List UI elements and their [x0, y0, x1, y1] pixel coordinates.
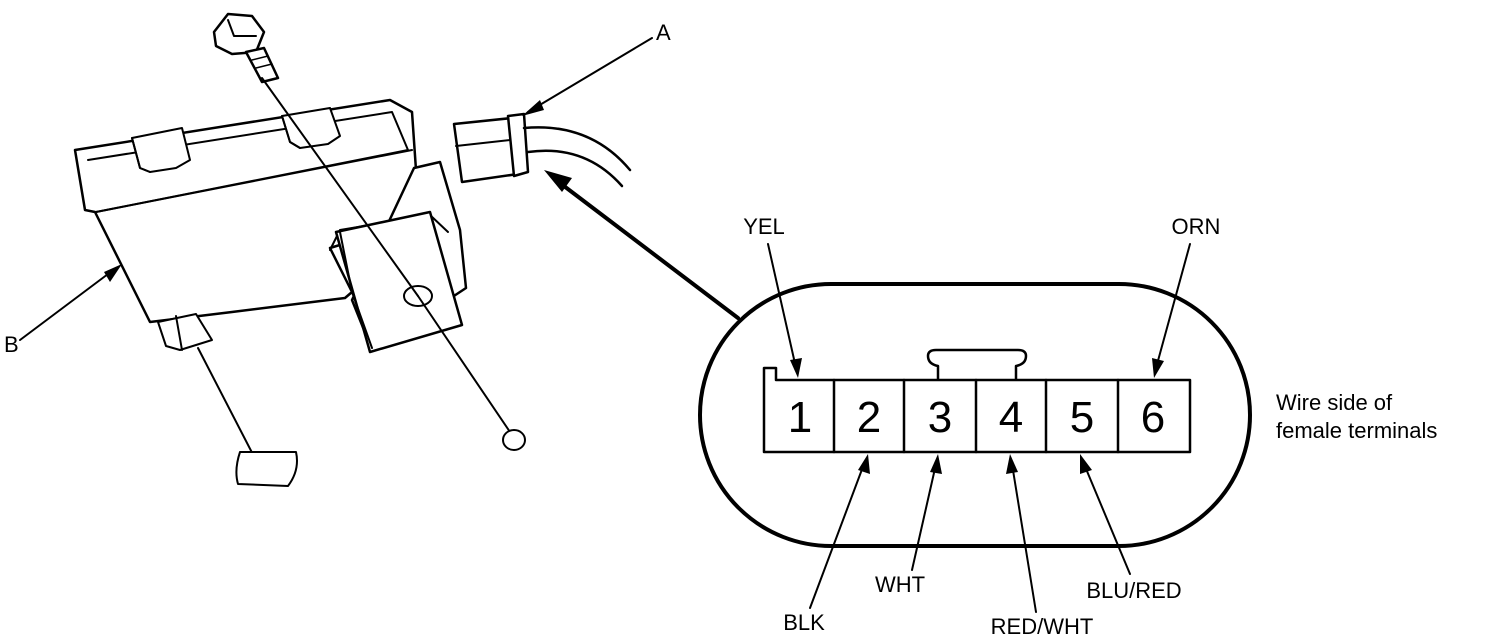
terminal-3-number: 3 [928, 393, 952, 442]
wire-blk-label: BLK [783, 610, 825, 635]
terminal-1-number: 1 [788, 393, 812, 442]
terminal-caption-line1: Wire side of [1276, 390, 1393, 415]
bolt-hole-in-body [502, 429, 526, 451]
wire-wht-label: WHT [875, 572, 925, 597]
mounting-bolt [212, 12, 280, 84]
wire-blured-label: BLU/RED [1086, 578, 1181, 603]
callout-b-label: B [4, 332, 19, 357]
clip-hole [235, 451, 298, 487]
terminal-5-number: 5 [1070, 393, 1094, 442]
wire-redwht-label: RED/WHT [991, 614, 1094, 639]
harness-connector [452, 112, 632, 188]
terminal-6-number: 6 [1141, 393, 1165, 442]
control-unit [73, 98, 468, 354]
wire-orn-label: ORN [1172, 214, 1221, 239]
callout-a-label: A [656, 20, 671, 45]
terminal-4-number: 4 [999, 393, 1023, 442]
terminal-block: 1 2 3 4 5 6 [762, 348, 1192, 454]
terminal-view-outline [698, 282, 1252, 548]
terminal-2-number: 2 [857, 393, 881, 442]
wire-yel-label: YEL [743, 214, 785, 239]
terminal-caption-line2: female terminals [1276, 418, 1437, 443]
